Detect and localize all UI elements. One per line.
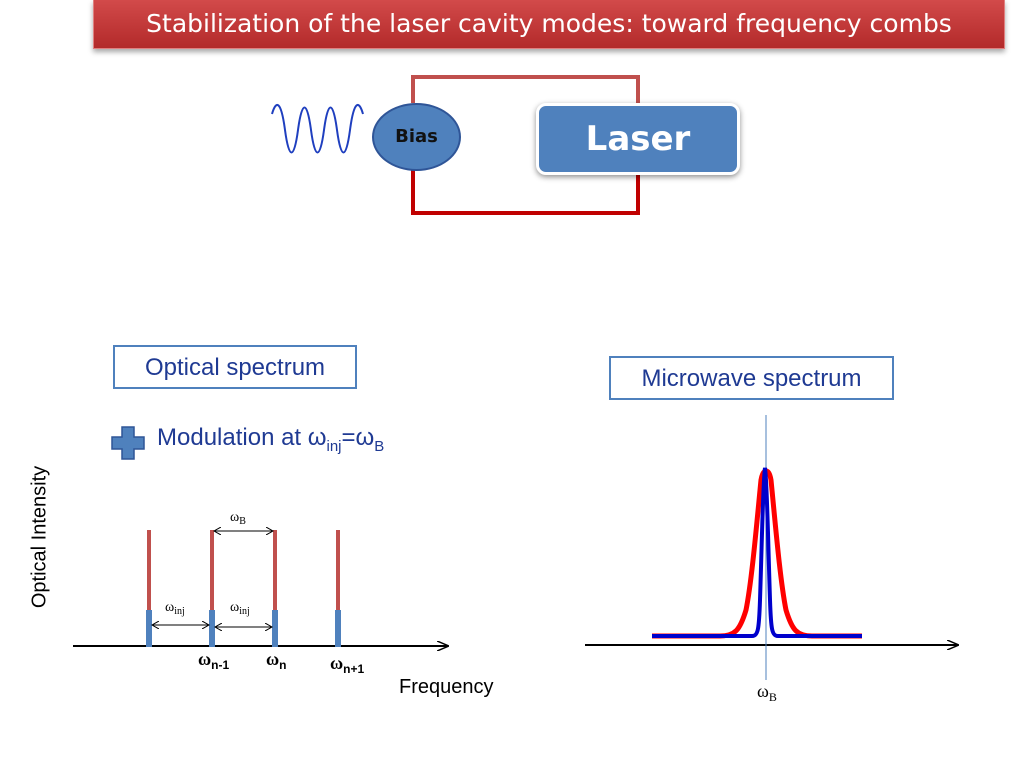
mode-label-n-plus-1: ωn+1	[330, 653, 365, 676]
blue-spectrum-peak	[652, 467, 862, 638]
optical-spectrum-label: Optical spectrum	[113, 345, 357, 389]
mode-line-base	[209, 610, 215, 647]
mode-line	[336, 530, 340, 610]
modulation-prefix: Modulation at ω	[157, 424, 327, 451]
bias-node: Bias	[372, 103, 461, 171]
omega-b-main: ω	[230, 510, 239, 525]
page-title: Stabilization of the laser cavity modes:…	[93, 0, 1005, 49]
mode-label-sub: n-1	[211, 658, 229, 672]
circuit-wire-top	[411, 75, 640, 108]
circuit-wire-bottom	[411, 170, 640, 215]
mode-line	[273, 530, 277, 610]
mode-label-main: ω	[330, 653, 343, 673]
omega-b-label: ωB	[230, 510, 246, 527]
omega-b-sub: B	[239, 516, 246, 527]
microwave-xlabel-sub: B	[769, 690, 777, 704]
mode-label-sub: n+1	[343, 662, 364, 676]
laser-box: Laser	[536, 103, 740, 175]
microwave-xlabel-main: ω	[757, 681, 769, 701]
omega-inj-label: ωinj	[230, 600, 250, 617]
modulation-sub-b: B	[374, 437, 385, 455]
modulation-sub-inj: inj	[326, 437, 342, 455]
red-spectrum-peak	[652, 468, 862, 639]
frequency-axis-label: Frequency	[399, 676, 494, 698]
mode-label-main: ω	[198, 649, 211, 669]
mode-line	[147, 530, 151, 610]
modulation-text: Modulation at ωinj=ωB	[157, 424, 384, 455]
modulation-mid: =ω	[341, 424, 375, 451]
mode-label-n: ωn	[266, 649, 287, 672]
omega-inj-main: ω	[165, 600, 174, 615]
mode-label-main: ω	[266, 649, 279, 669]
mode-line-base	[146, 610, 152, 647]
plus-icon	[111, 426, 145, 460]
microwave-xlabel: ωB	[757, 681, 777, 704]
omega-inj-sub: inj	[174, 606, 185, 617]
mode-line	[210, 530, 214, 610]
omega-inj-main: ω	[230, 600, 239, 615]
mode-label-sub: n	[279, 658, 286, 672]
mode-line-base	[335, 610, 341, 647]
mode-label-n-minus-1: ωn-1	[198, 649, 229, 672]
mode-line-base	[272, 610, 278, 647]
omega-inj-sub: inj	[239, 606, 250, 617]
sine-wave-icon	[271, 104, 364, 154]
omega-inj-label: ωinj	[165, 600, 185, 617]
microwave-spectrum-label: Microwave spectrum	[609, 356, 894, 400]
